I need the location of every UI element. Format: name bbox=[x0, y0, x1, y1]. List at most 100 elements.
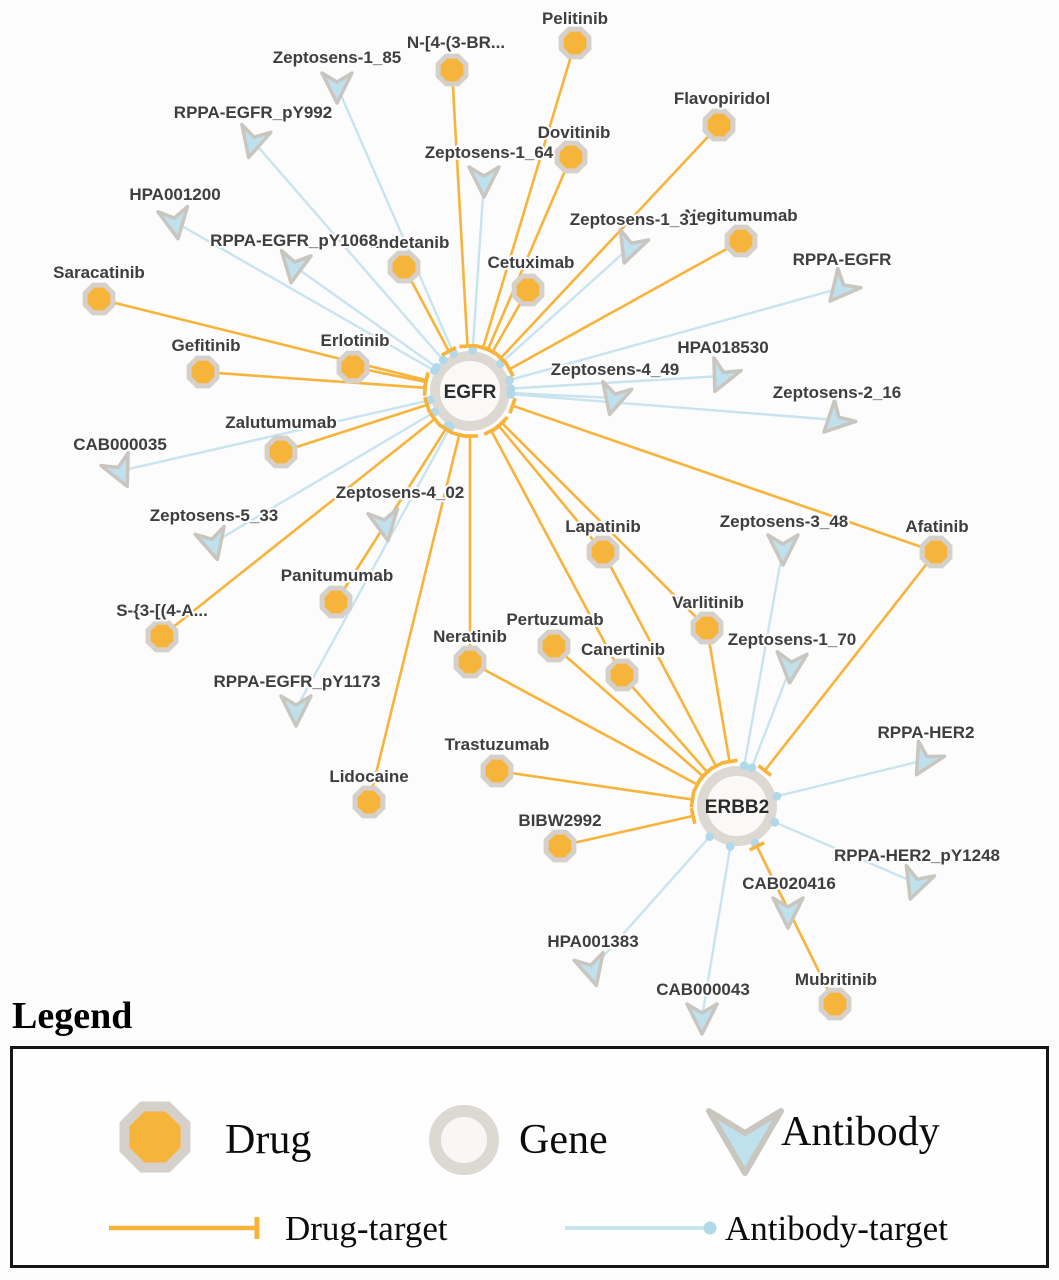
drug-node-flavopiridol[interactable] bbox=[702, 108, 736, 142]
drug-target-edge-negitumumab-egfr bbox=[503, 239, 742, 378]
antibody-node-zeptosens-1-70[interactable] bbox=[775, 649, 809, 685]
drug-node-zalutumumab[interactable] bbox=[264, 435, 298, 469]
drug-node-varlitinib[interactable] bbox=[690, 611, 724, 645]
drug-target-edge-lapatinib-erbb2 bbox=[601, 551, 724, 772]
gene-label-egfr: EGFR bbox=[444, 382, 497, 403]
antibody-node-zeptosens-4-49[interactable] bbox=[595, 379, 634, 419]
antibody-node-hpa018530[interactable] bbox=[701, 356, 743, 398]
antibody-node-zeptosens-2-16[interactable] bbox=[813, 398, 858, 442]
antibody-node-cab020416[interactable] bbox=[771, 896, 805, 930]
drug-node-cetuximab[interactable] bbox=[511, 273, 545, 307]
drug-target-edge-n-4-3-br-egfr bbox=[450, 69, 476, 349]
antibody-target-edge-zeptosens-1-70-erbb2 bbox=[747, 665, 793, 773]
drug-node-vandetanib[interactable] bbox=[387, 250, 421, 284]
antibody-node-rppa-egfr-py1173[interactable] bbox=[279, 694, 313, 728]
drug-node-pelitinib[interactable] bbox=[558, 26, 592, 60]
node-label-s-3-4-a: S-{3-[(4-A... bbox=[116, 601, 208, 620]
drug-target-edge-flavopiridol-egfr bbox=[493, 124, 720, 365]
drug-node-canertinib[interactable] bbox=[605, 658, 639, 692]
drug-node-dovitinib[interactable] bbox=[554, 140, 588, 174]
node-label-cab000043: CAB000043 bbox=[656, 980, 750, 999]
node-label-mubritinib: Mubritinib bbox=[795, 970, 877, 989]
gene-node-icon bbox=[419, 1095, 509, 1190]
drug-target-edge-bibw2992-erbb2 bbox=[559, 807, 697, 848]
gene-node-erbb2[interactable] bbox=[697, 766, 777, 846]
legend-box: Drug Gene Antibody Drug-target bbox=[10, 1046, 1049, 1268]
drug-node-afatinib[interactable] bbox=[919, 535, 953, 569]
antibody-node-rppa-egfr-py992[interactable] bbox=[234, 122, 273, 162]
node-label-rppa-egfr-py992: RPPA-EGFR_pY992 bbox=[174, 103, 332, 122]
antibody-target-edge-zeptosens-2-16-egfr bbox=[506, 389, 837, 422]
node-label-rppa-egfr: RPPA-EGFR bbox=[793, 250, 892, 269]
node-label-zeptosens-1-70: Zeptosens-1_70 bbox=[728, 630, 857, 649]
drug-node-n-4-3-br[interactable] bbox=[435, 53, 469, 87]
drug-node-lapatinib[interactable] bbox=[586, 535, 620, 569]
gene-label-erbb2: ERBB2 bbox=[705, 797, 769, 818]
antibody-node-rppa-egfr-py1068[interactable] bbox=[276, 248, 313, 286]
antibody-node-zeptosens-1-85[interactable] bbox=[320, 71, 354, 105]
antibody-node-zeptosens-5-33[interactable] bbox=[193, 524, 232, 564]
drug-node-negitumumab[interactable] bbox=[724, 224, 758, 258]
drug-target-edge-s-3-4-a-egfr bbox=[161, 411, 442, 638]
antibody-node-cab000035[interactable] bbox=[99, 451, 141, 493]
legend-antibody-label: Antibody bbox=[781, 1109, 940, 1155]
antibody-node-zeptosens-1-31[interactable] bbox=[610, 227, 651, 268]
node-label-lidocaine: Lidocaine bbox=[329, 767, 408, 786]
drug-node-trastuzumab[interactable] bbox=[480, 754, 514, 788]
antibody-node-rppa-her2[interactable] bbox=[904, 739, 947, 782]
antibody-node-zeptosens-4-02[interactable] bbox=[366, 506, 403, 544]
drug-target-edge-gefitinib-egfr bbox=[202, 370, 428, 396]
antibody-node-zeptosens-1-64[interactable] bbox=[467, 165, 501, 199]
legend-title: Legend bbox=[12, 995, 133, 1037]
node-label-dovitinib: Dovitinib bbox=[538, 123, 611, 142]
antibody-target-edge-zeptosens-3-48-erbb2 bbox=[739, 547, 785, 771]
drug-node-mubritinib[interactable] bbox=[818, 987, 852, 1021]
node-label-gefitinib: Gefitinib bbox=[172, 336, 241, 355]
node-label-varlitinib: Varlitinib bbox=[672, 593, 744, 612]
drug-node-saracatinib[interactable] bbox=[82, 282, 116, 316]
node-label-cab020416: CAB020416 bbox=[742, 874, 836, 893]
node-label-zeptosens-4-49: Zeptosens-4_49 bbox=[551, 360, 680, 379]
node-label-zeptosens-2-16: Zeptosens-2_16 bbox=[773, 383, 902, 402]
antibody-node-zeptosens-3-48[interactable] bbox=[766, 533, 800, 567]
node-label-vandetanib: Vandetanib bbox=[359, 233, 450, 252]
drug-node-erlotinib[interactable] bbox=[336, 350, 370, 384]
node-label-erlotinib: Erlotinib bbox=[321, 331, 390, 350]
legend-drug-target-label: Drug-target bbox=[285, 1209, 448, 1248]
drug-node-pertuzumab[interactable] bbox=[537, 629, 571, 663]
gene-node-egfr[interactable] bbox=[430, 351, 510, 431]
antibody-node-rppa-egfr[interactable] bbox=[819, 266, 863, 310]
edges-layer bbox=[98, 42, 938, 1018]
drug-target-edge-dovitinib-egfr bbox=[479, 156, 573, 355]
drug-target-edge-zalutumumab-egfr bbox=[280, 396, 432, 454]
drug-target-edge-canertinib-erbb2 bbox=[621, 674, 715, 779]
antibody-node-rppa-her2-py1248[interactable] bbox=[896, 863, 937, 904]
drug-node-lidocaine[interactable] bbox=[352, 785, 386, 819]
drug-target-edge-varlitinib-egfr bbox=[494, 415, 708, 629]
node-label-rppa-her2: RPPA-HER2 bbox=[878, 723, 975, 742]
node-label-zalutumumab: Zalutumumab bbox=[225, 413, 336, 432]
drug-target-edge-afatinib-erbb2 bbox=[757, 551, 938, 777]
drug-target-edge-varlitinib-erbb2 bbox=[705, 627, 738, 765]
drug-target-edge-saracatinib-egfr bbox=[98, 297, 430, 389]
antibody-node-hpa001383[interactable] bbox=[572, 950, 611, 990]
antibody-node-icon bbox=[695, 1091, 795, 1191]
node-label-cetuximab: Cetuximab bbox=[488, 253, 575, 272]
antibody-target-edge-hpa018530-egfr bbox=[506, 374, 723, 393]
antibody-target-edge-hpa001200-egfr bbox=[174, 220, 439, 376]
node-label-cab000035: CAB000035 bbox=[73, 435, 167, 454]
drug-target-edge-mubritinib-erbb2 bbox=[748, 841, 837, 1005]
drug-node-bibw2992[interactable] bbox=[543, 829, 577, 863]
drug-node-s-3-4-a[interactable] bbox=[145, 619, 179, 653]
node-label-zeptosens-1-85: Zeptosens-1_85 bbox=[273, 48, 402, 67]
drug-node-gefitinib[interactable] bbox=[186, 355, 220, 389]
drug-node-neratinib[interactable] bbox=[453, 645, 487, 679]
drug-target-edge-pelitinib-egfr bbox=[474, 42, 577, 352]
antibody-target-edge-hpa001383-erbb2 bbox=[591, 832, 715, 970]
antibody-node-hpa001200[interactable] bbox=[156, 204, 193, 242]
drug-node-panitumumab[interactable] bbox=[319, 585, 353, 619]
nodes-layer bbox=[82, 26, 953, 1036]
antibody-node-cab000043[interactable] bbox=[685, 1002, 719, 1036]
antibody-target-edge-zeptosens-5-33-egfr bbox=[212, 407, 440, 545]
